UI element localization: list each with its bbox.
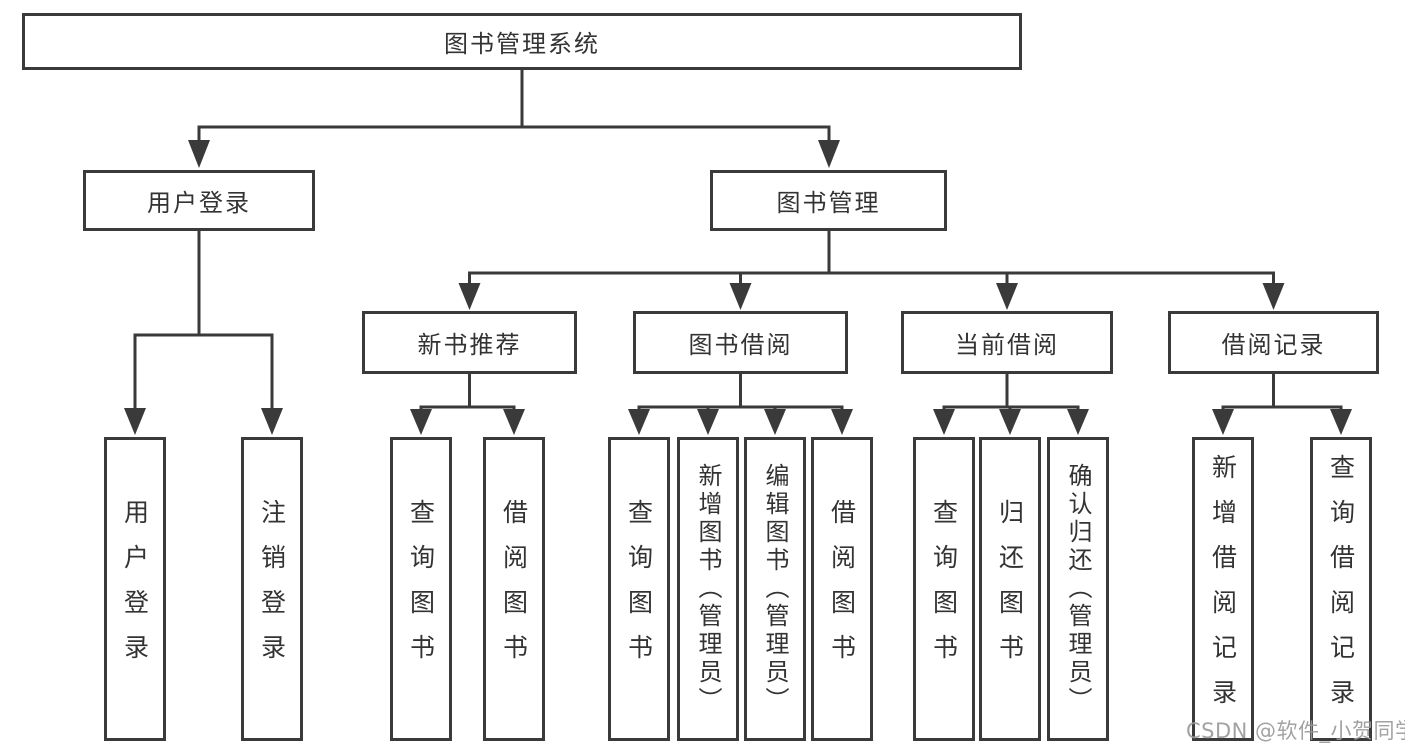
leaf-borrow-books-borrow-label: 借阅图书	[827, 499, 857, 679]
connector-root-to-level2	[188, 69, 840, 168]
connector-bookborrow-to-leaves	[628, 373, 853, 435]
leaf-query-books-current-label: 查询图书	[929, 499, 959, 679]
leaf-query-books-recnew-label: 查询图书	[406, 499, 436, 679]
node-book-borrow-label: 图书借阅	[688, 331, 793, 359]
arrowhead-icon	[261, 408, 283, 435]
arrowhead-icon	[996, 283, 1018, 310]
leaf-query-borrow-record: 查询借阅记录	[1310, 437, 1372, 741]
node-root-label: 图书管理系统	[444, 30, 600, 58]
arrowhead-icon	[764, 409, 786, 435]
leaf-logout-label: 注销登录	[257, 499, 287, 679]
node-new-book-rec: 新书推荐	[362, 311, 577, 374]
leaf-confirm-return-admin: 确认归还（管理员）	[1047, 437, 1109, 741]
node-book-mgmt: 图书管理	[710, 170, 947, 231]
leaf-user-login-label: 用户登录	[120, 499, 150, 679]
leaf-edit-books-admin: 编辑图书（管理员）	[744, 437, 806, 741]
node-new-book-rec-label: 新书推荐	[417, 331, 522, 359]
leaf-user-login: 用户登录	[104, 437, 166, 741]
leaf-query-borrow-record-label: 查询借阅记录	[1326, 454, 1356, 724]
arrowhead-icon	[933, 409, 955, 435]
leaf-add-borrow-record-label: 新增借阅记录	[1208, 454, 1238, 724]
leaf-query-books-borrow: 查询图书	[608, 437, 670, 741]
leaf-borrow-books-recnew-label: 借阅图书	[499, 499, 529, 679]
leaf-borrow-books-borrow: 借阅图书	[811, 437, 873, 741]
arrowhead-icon	[999, 409, 1021, 435]
node-borrow-records: 借阅记录	[1168, 311, 1379, 374]
leaf-edit-books-admin-label: 编辑图书（管理员）	[761, 463, 789, 715]
node-book-mgmt-label: 图书管理	[776, 189, 881, 217]
node-current-borrow: 当前借阅	[901, 311, 1113, 374]
leaf-add-borrow-record: 新增借阅记录	[1192, 437, 1254, 741]
connector-recnew-to-leaves	[410, 373, 525, 435]
leaf-confirm-return-admin-label: 确认归还（管理员）	[1064, 463, 1092, 715]
arrowhead-icon	[697, 409, 719, 435]
leaf-return-books: 归还图书	[979, 437, 1041, 741]
connector-borrowrecords-to-leaves	[1212, 373, 1352, 435]
arrowhead-icon	[1067, 409, 1089, 435]
arrowhead-icon	[831, 409, 853, 435]
leaf-return-books-label: 归还图书	[995, 499, 1025, 679]
connector-currentborrow-to-leaves	[933, 373, 1089, 435]
leaf-add-books-admin-label: 新增图书（管理员）	[694, 463, 722, 715]
arrowhead-icon	[410, 409, 432, 435]
arrowhead-icon	[729, 283, 752, 310]
leaf-query-books-borrow-label: 查询图书	[624, 499, 654, 679]
leaf-add-books-admin: 新增图书（管理员）	[677, 437, 739, 741]
arrowhead-icon	[503, 409, 525, 435]
arrowhead-icon	[1212, 409, 1234, 435]
arrowhead-icon	[458, 283, 481, 310]
arrowhead-icon	[628, 409, 650, 435]
arrowhead-icon	[1262, 283, 1285, 310]
node-user-login: 用户登录	[83, 170, 315, 231]
node-current-borrow-label: 当前借阅	[955, 331, 1059, 359]
leaf-query-books-recnew: 查询图书	[390, 437, 452, 741]
node-book-borrow: 图书借阅	[633, 311, 848, 374]
arrowhead-icon	[1330, 409, 1352, 435]
arrowhead-icon	[818, 140, 840, 168]
arrowhead-icon	[188, 140, 210, 168]
node-borrow-records-label: 借阅记录	[1221, 331, 1326, 359]
watermark: CSDN @软件_小贺同学	[1186, 719, 1405, 743]
connector-bookmgmt-to-level3	[458, 231, 1285, 310]
node-user-login-label: 用户登录	[147, 189, 251, 217]
connector-userlogin-to-leaves	[124, 231, 283, 435]
node-root: 图书管理系统	[22, 13, 1022, 70]
leaf-query-books-current: 查询图书	[913, 437, 975, 741]
leaf-logout: 注销登录	[241, 437, 303, 741]
leaf-borrow-books-recnew: 借阅图书	[483, 437, 545, 741]
arrowhead-icon	[124, 408, 146, 435]
